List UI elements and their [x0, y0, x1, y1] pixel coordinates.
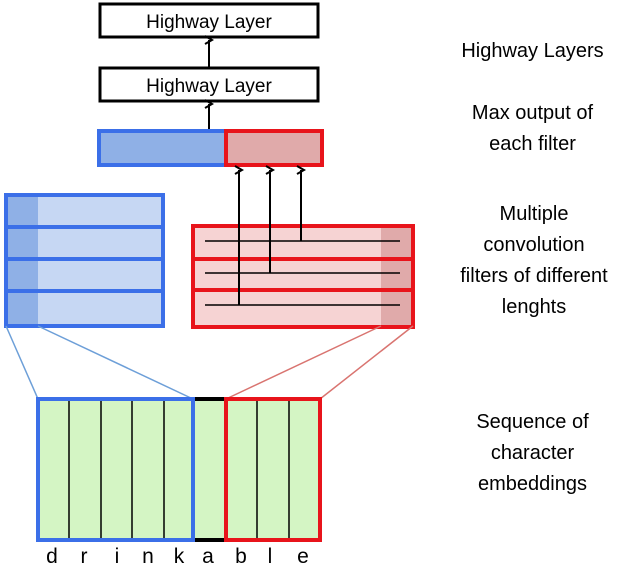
label-embeddings: Sequence of character embeddings [440, 407, 625, 500]
blue-connector-left [5, 325, 39, 400]
char-label: i [115, 545, 120, 566]
label-max-output: Max output of each filter [440, 98, 625, 160]
label-conv-filters-line: convolution [483, 234, 585, 256]
label-conv-filters-line: lenghts [501, 296, 567, 318]
highway-layer-top: Highway Layer [98, 2, 320, 39]
label-conv-filters: Multiple convolution filters of differen… [440, 199, 628, 323]
char-label: b [235, 545, 247, 566]
red-filter-stack [191, 224, 415, 329]
character-embeddings [36, 397, 322, 542]
label-embeddings-line: character [490, 442, 575, 464]
highway-layer-bottom-label: Highway Layer [146, 76, 272, 97]
char-label: r [81, 545, 88, 566]
blue-connector-right [37, 325, 194, 400]
label-conv-filters-line: Multiple [499, 203, 569, 225]
red-window [224, 397, 322, 542]
char-label: d [46, 545, 58, 566]
label-conv-filters-line: filters of different [460, 265, 608, 287]
highway-layer-bottom: Highway Layer [98, 66, 320, 103]
label-max-output-line: Max output of [471, 102, 594, 124]
label-highway-layers: Highway Layers [440, 36, 625, 67]
blue-filter-stack [4, 193, 165, 328]
label-max-output-line: each filter [489, 133, 576, 155]
label-embeddings-line: Sequence of [476, 411, 589, 433]
label-embeddings-line: embeddings [478, 473, 587, 495]
character-labels: d r i n k a b l e [46, 545, 309, 566]
red-connector-left [225, 325, 382, 400]
char-label: a [202, 545, 214, 566]
char-label: n [142, 545, 154, 566]
highway-layer-top-label: Highway Layer [146, 12, 272, 33]
max-output-blue [97, 129, 228, 167]
char-label: k [174, 545, 185, 566]
char-label: l [268, 545, 273, 566]
label-highway-line: Highway Layers [461, 40, 604, 62]
max-output-bar [97, 129, 324, 167]
max-output-red [224, 129, 324, 167]
char-label: e [297, 545, 309, 566]
blue-window [36, 397, 195, 542]
red-connector-right [319, 325, 414, 400]
